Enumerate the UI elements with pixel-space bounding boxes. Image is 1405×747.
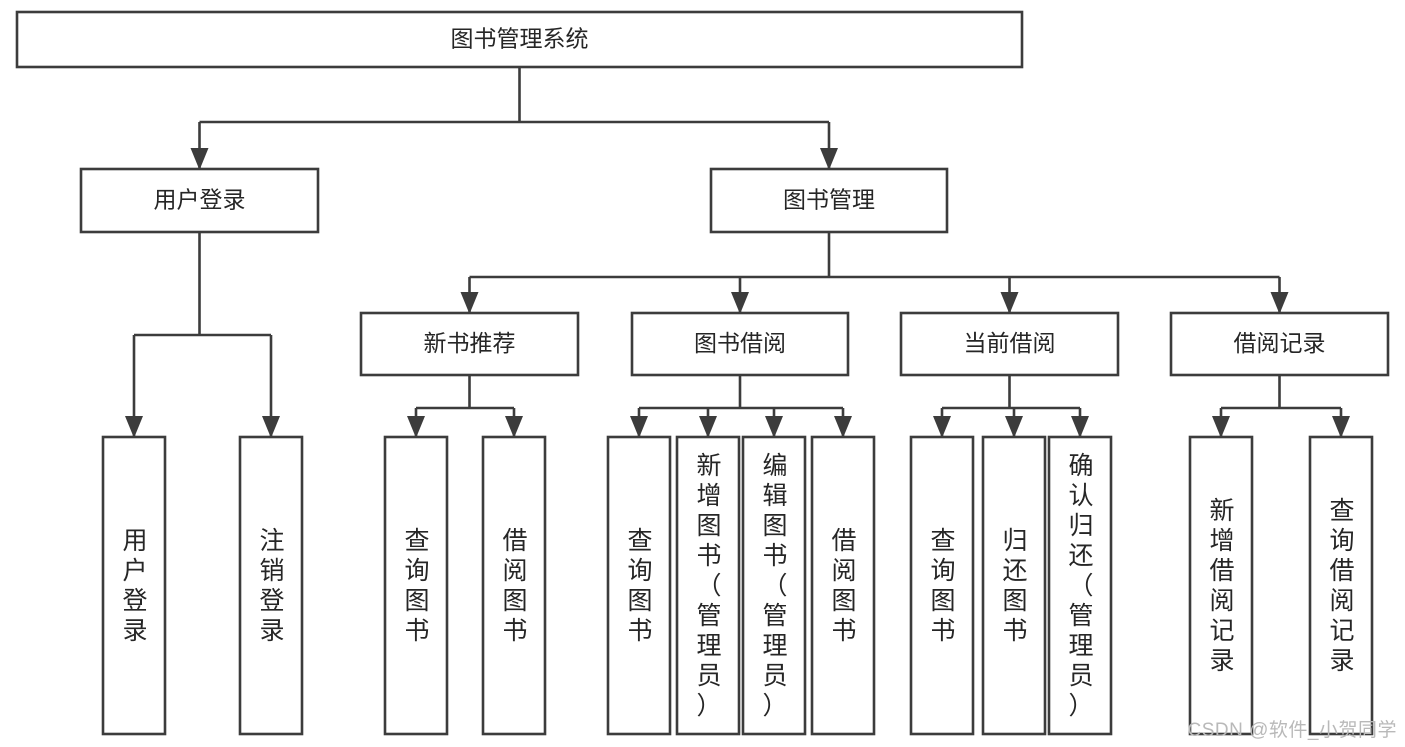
root-to-level2-arrow-1 [820,148,838,170]
node-leaf-logout-login-label: 注销登录 [259,527,284,645]
node-leaf-borrow-book-new[interactable]: 借阅图书 [481,435,547,736]
node-user-login-label: 用户登录 [154,187,246,213]
book-manage-to-level3-arrow-0 [460,292,479,314]
node-leaf-query-borrow-record[interactable]: 查询借阅记录 [1308,435,1374,736]
node-leaf-query-book-new-box[interactable] [383,435,449,736]
node-leaf-return-book[interactable]: 归还图书 [981,435,1047,736]
children-of-book-borrow-arrow-0 [630,416,648,438]
children-of-book-borrow-arrow-3 [834,416,852,438]
node-leaf-confirm-return-label: 确认归还（管理员） [1068,452,1093,720]
root-to-level2-arrow-0 [190,148,209,170]
node-root-system-box[interactable] [15,10,1024,69]
children-of-new-book-recommend-arrow-0 [407,416,425,438]
node-leaf-borrow-book-box[interactable] [810,435,876,736]
node-leaf-logout-login-box[interactable] [238,435,304,736]
node-current-borrow[interactable]: 当前借阅 [899,311,1120,377]
children-of-new-book-recommend-arrow-1 [505,416,523,438]
node-leaf-add-borrow-record[interactable]: 新增借阅记录 [1188,435,1254,736]
node-leaf-query-book-current[interactable]: 查询图书 [909,435,975,736]
children-of-book-borrow-arrow-2 [765,416,783,438]
node-user-login-box[interactable] [79,167,320,234]
connectors-layer [125,67,1350,438]
node-leaf-borrow-book-new-box[interactable] [481,435,547,736]
node-leaf-user-login-box[interactable] [101,435,167,736]
node-borrow-record[interactable]: 借阅记录 [1169,311,1390,377]
node-user-login[interactable]: 用户登录 [79,167,320,234]
node-new-book-recommend-box[interactable] [359,311,580,377]
children-of-borrow-record-arrow-1 [1332,416,1350,438]
node-leaf-query-book-current-label: 查询图书 [930,527,955,645]
node-leaf-query-borrow-record-label: 查询借阅记录 [1329,497,1354,675]
children-of-user-login-arrow-0 [125,416,143,438]
node-root-system-label: 图书管理系统 [451,26,589,52]
node-borrow-record-label: 借阅记录 [1234,330,1326,356]
node-leaf-add-book-admin[interactable]: 新增图书（管理员） [675,435,741,736]
node-leaf-return-book-label: 归还图书 [1002,527,1027,645]
node-new-book-recommend-label: 新书推荐 [424,330,516,356]
node-book-borrow[interactable]: 图书借阅 [630,311,850,377]
node-leaf-query-book-borrow[interactable]: 查询图书 [606,435,672,736]
node-book-borrow-label: 图书借阅 [694,330,786,356]
node-book-manage-box[interactable] [709,167,949,234]
node-leaf-logout-login[interactable]: 注销登录 [238,435,304,736]
book-manage-to-level3-arrow-3 [1270,292,1289,314]
children-of-user-login-arrow-1 [262,416,280,438]
node-leaf-return-book-box[interactable] [981,435,1047,736]
book-manage-to-level3-arrow-2 [1000,292,1019,314]
node-leaf-query-borrow-record-box[interactable] [1308,435,1374,736]
nodes-layer: 图书管理系统用户登录图书管理新书推荐图书借阅当前借阅借阅记录用户登录注销登录查询… [15,10,1390,736]
node-leaf-add-book-admin-box[interactable] [675,435,741,736]
children-of-current-borrow-arrow-2 [1071,416,1089,438]
book-manage-to-level3-arrow-1 [731,292,749,314]
node-leaf-add-borrow-record-box[interactable] [1188,435,1254,736]
node-new-book-recommend[interactable]: 新书推荐 [359,311,580,377]
node-book-borrow-box[interactable] [630,311,850,377]
node-book-manage-label: 图书管理 [783,187,875,213]
node-leaf-confirm-return-box[interactable] [1047,435,1113,736]
node-leaf-user-login-label: 用户登录 [122,527,147,645]
node-leaf-borrow-book-new-label: 借阅图书 [502,527,527,645]
node-leaf-user-login[interactable]: 用户登录 [101,435,167,736]
node-leaf-edit-book-admin-label: 编辑图书（管理员） [762,452,787,720]
children-of-book-borrow-arrow-1 [699,416,717,438]
children-of-current-borrow-arrow-0 [933,416,951,438]
node-leaf-query-book-borrow-label: 查询图书 [627,527,652,645]
node-leaf-query-book-current-box[interactable] [909,435,975,736]
node-leaf-edit-book-admin-box[interactable] [741,435,807,736]
node-borrow-record-box[interactable] [1169,311,1390,377]
node-leaf-borrow-book-label: 借阅图书 [831,527,856,645]
node-leaf-query-book-new[interactable]: 查询图书 [383,435,449,736]
node-root-system[interactable]: 图书管理系统 [15,10,1024,69]
node-book-manage[interactable]: 图书管理 [709,167,949,234]
node-current-borrow-label: 当前借阅 [964,330,1056,356]
node-current-borrow-box[interactable] [899,311,1120,377]
children-of-borrow-record-arrow-0 [1212,416,1230,438]
node-leaf-add-borrow-record-label: 新增借阅记录 [1209,497,1234,675]
node-leaf-borrow-book[interactable]: 借阅图书 [810,435,876,736]
node-leaf-confirm-return[interactable]: 确认归还（管理员） [1047,435,1113,736]
node-leaf-edit-book-admin[interactable]: 编辑图书（管理员） [741,435,807,736]
children-of-current-borrow-arrow-1 [1005,416,1023,438]
node-leaf-query-book-borrow-box[interactable] [606,435,672,736]
node-leaf-add-book-admin-label: 新增图书（管理员） [696,452,721,720]
node-leaf-query-book-new-label: 查询图书 [404,527,429,645]
